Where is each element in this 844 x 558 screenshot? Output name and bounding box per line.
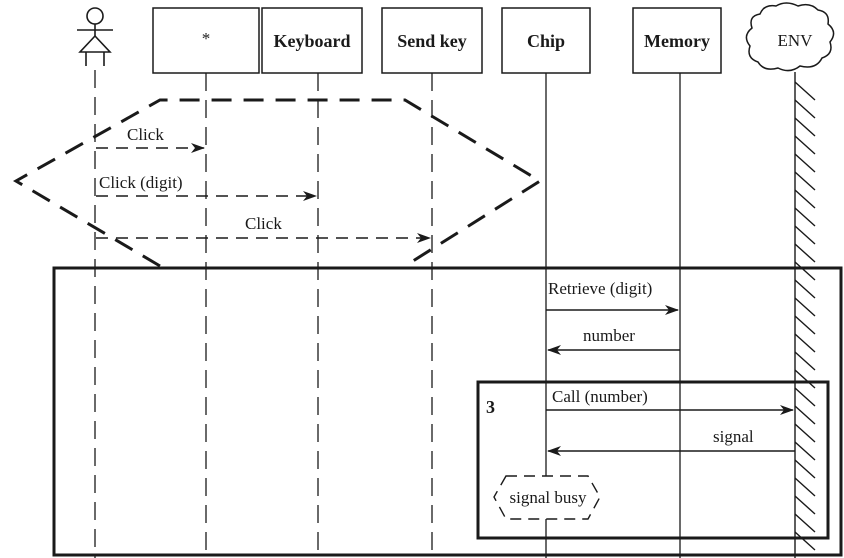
- stick-figure-icon: [77, 7, 113, 66]
- env-cloud-shape: [745, 2, 835, 72]
- outer-fragment-frame: [52, 266, 843, 557]
- keyboard-participant-box: [261, 7, 363, 74]
- call-label: Call (number): [552, 387, 648, 406]
- env-participant: ENV: [745, 2, 835, 72]
- retrieve-label: Retrieve (digit): [548, 279, 652, 298]
- signal-busy-shape: [493, 475, 601, 520]
- user-actor: [77, 7, 113, 66]
- env-hatching: [794, 81, 816, 551]
- env-boundary: [794, 72, 816, 558]
- chip-participant-label: Chip: [527, 31, 565, 51]
- star-participant-label: *: [202, 29, 211, 48]
- inner-fragment-frame: [476, 380, 830, 540]
- signal-busy-state: signal busy: [493, 475, 601, 520]
- signal-busy-label: signal busy: [510, 488, 587, 507]
- env-participant-label: ENV: [778, 31, 814, 50]
- star-participant-box: [152, 7, 260, 74]
- memory-participant-box: [632, 7, 722, 74]
- condition-hexagon: [12, 98, 543, 268]
- click2-label: Click: [245, 214, 282, 233]
- memory-participant-label: Memory: [644, 31, 710, 51]
- click-digit-label: Click (digit): [99, 173, 183, 192]
- click1-label: Click: [127, 125, 164, 144]
- keyboard-participant-label: Keyboard: [273, 31, 350, 51]
- number-label: number: [583, 326, 635, 345]
- signal-label: signal: [713, 427, 754, 446]
- send-key-participant-label: Send key: [397, 31, 467, 51]
- chip-participant-box: [501, 7, 591, 74]
- inner-fragment-label: 3: [486, 397, 495, 417]
- send-key-participant-box: [381, 7, 483, 74]
